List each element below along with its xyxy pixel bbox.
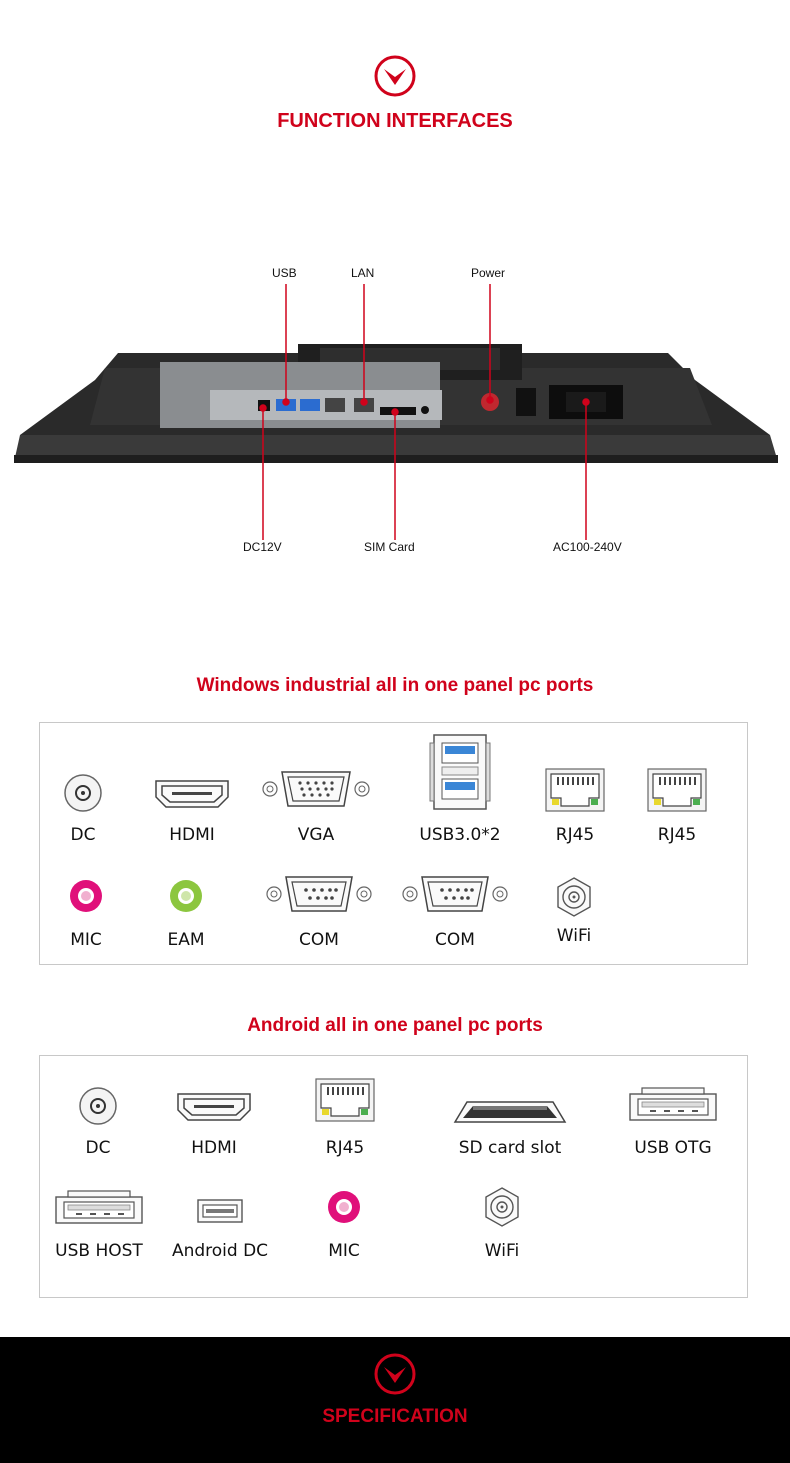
port-label: DC — [70, 825, 96, 845]
hdmi-port-icon — [177, 1093, 251, 1121]
port-vga: VGA — [260, 768, 372, 853]
usb-port-icon — [55, 1190, 143, 1224]
section-title-specification: SPECIFICATION — [322, 1406, 468, 1427]
port-hdmi: HDMI — [140, 773, 244, 853]
port-mic: MIC — [314, 1189, 374, 1274]
specification-band — [0, 1337, 790, 1463]
port-label: MIC — [70, 930, 102, 950]
vga-port-icon — [262, 771, 370, 807]
dc-jack-icon — [64, 774, 102, 812]
port-label: RJ45 — [325, 1138, 365, 1158]
usb3-dual-port-icon — [429, 734, 491, 810]
port-android-dc: Android DC — [168, 1196, 272, 1274]
dc-jack-icon — [79, 1087, 117, 1125]
port-usb3: USB3.0*2 — [410, 733, 510, 853]
port-dc: DC — [68, 1086, 128, 1166]
port-rj45: RJ45 — [310, 1078, 380, 1166]
callout-sim-card: SIM Card — [364, 540, 415, 554]
port-label: WiFi — [556, 926, 592, 946]
port-label: COM — [299, 930, 339, 950]
port-com-2: COM — [400, 873, 510, 958]
port-rj45-2: RJ45 — [642, 768, 712, 853]
hdmi-port-icon — [155, 780, 229, 808]
port-label: WiFi — [484, 1241, 520, 1261]
port-label: HDMI — [169, 825, 215, 845]
chevron-down-icon — [374, 1353, 416, 1395]
mic-jack-icon — [70, 880, 102, 912]
port-dc: DC — [53, 773, 113, 853]
port-label: USB3.0*2 — [419, 825, 501, 845]
port-com-1: COM — [264, 873, 374, 958]
callout-dc12v: DC12V — [243, 540, 282, 554]
section-title-android-ports: Android all in one panel pc ports — [247, 1015, 543, 1036]
callout-lan: LAN — [351, 266, 375, 280]
section-title-function-interfaces: FUNCTION INTERFACES — [277, 110, 513, 132]
port-label: USB HOST — [55, 1241, 143, 1261]
port-sd-card-slot: SD card slot — [445, 1094, 575, 1166]
sd-card-slot-icon — [453, 1101, 567, 1123]
mic-jack-icon — [328, 1191, 360, 1223]
wifi-antenna-connector-icon — [485, 1187, 519, 1227]
android-ports-panel: DC HDMI RJ45 SD card slot — [39, 1055, 748, 1298]
port-usb-otg: USB OTG — [618, 1086, 728, 1166]
mini-hdmi-port-icon — [197, 1199, 243, 1223]
port-label: HDMI — [191, 1138, 237, 1158]
chevron-down-icon — [374, 55, 416, 97]
section-title-windows-ports: Windows industrial all in one panel pc p… — [196, 675, 594, 696]
port-usb-host: USB HOST — [44, 1189, 154, 1274]
wifi-antenna-connector-icon — [557, 877, 591, 917]
port-label: USB OTG — [634, 1138, 712, 1158]
usb-port-icon — [629, 1087, 717, 1121]
callout-power: Power — [471, 266, 506, 280]
port-label: RJ45 — [555, 825, 595, 845]
device-back-panel-image — [14, 284, 778, 540]
rj45-port-icon — [647, 768, 707, 812]
port-label: Android DC — [171, 1241, 269, 1261]
com-port-icon — [266, 876, 372, 912]
callout-usb: USB — [272, 266, 297, 280]
port-label: RJ45 — [657, 825, 697, 845]
rj45-port-icon — [315, 1078, 375, 1122]
port-wifi: WiFi — [472, 1186, 532, 1274]
port-label: COM — [435, 930, 475, 950]
port-eam: EAM — [156, 878, 216, 958]
windows-ports-panel: DC HDMI VGA — [39, 722, 748, 965]
port-hdmi: HDMI — [162, 1086, 266, 1166]
port-mic: MIC — [56, 878, 116, 958]
callout-ac-power: AC100-240V — [553, 540, 622, 554]
port-rj45-1: RJ45 — [540, 768, 610, 853]
port-label: VGA — [297, 825, 335, 845]
port-label: SD card slot — [458, 1138, 562, 1158]
com-port-icon — [402, 876, 508, 912]
port-label: EAM — [167, 930, 205, 950]
port-label: DC — [85, 1138, 111, 1158]
audio-jack-icon — [170, 880, 202, 912]
port-wifi: WiFi — [544, 876, 604, 956]
port-label: MIC — [328, 1241, 360, 1261]
rj45-port-icon — [545, 768, 605, 812]
